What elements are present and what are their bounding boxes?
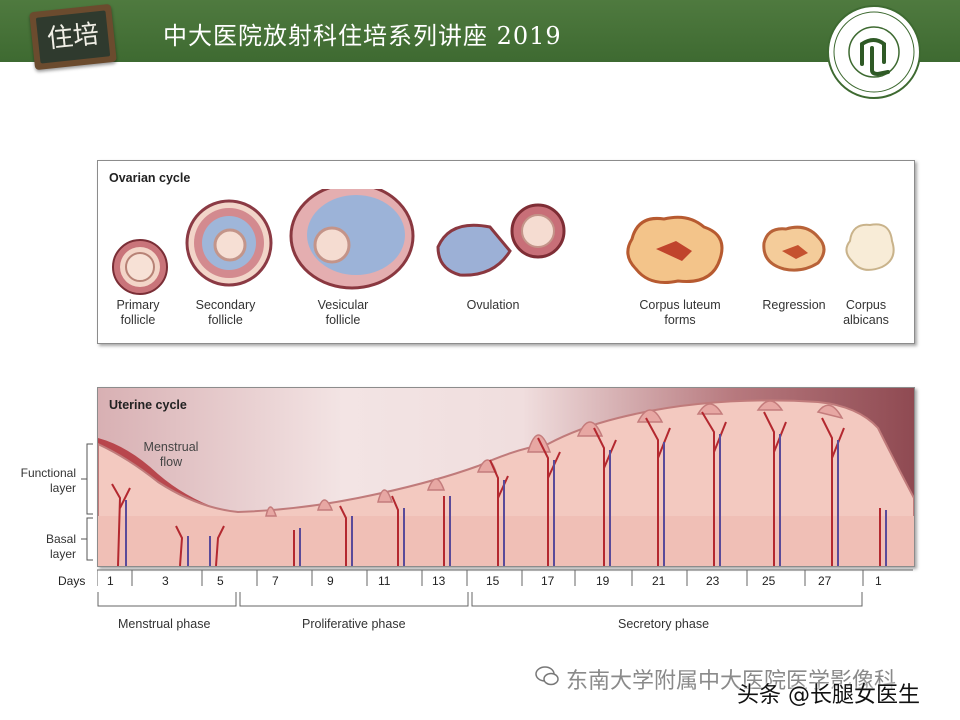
day-tick-label: 25 bbox=[762, 574, 776, 588]
regression-label: Regression bbox=[762, 298, 826, 312]
secretory-phase-label: Secretory phase bbox=[618, 617, 710, 631]
regression-icon bbox=[762, 225, 826, 272]
day-tick-label: 17 bbox=[541, 574, 555, 588]
day-tick-label: 23 bbox=[706, 574, 720, 588]
secondary-follicle-icon bbox=[185, 199, 273, 287]
wechat-icon bbox=[535, 666, 559, 686]
day-tick-label: 27 bbox=[818, 574, 832, 588]
day-tick-label: 21 bbox=[652, 574, 666, 588]
uterine-cycle-title: Uterine cycle bbox=[109, 398, 187, 412]
university-seal-icon bbox=[827, 5, 921, 99]
day-tick-label: 19 bbox=[596, 574, 610, 588]
days-ruler bbox=[97, 569, 913, 586]
day-tick-label: 3 bbox=[162, 574, 169, 588]
corpus-luteum-icon bbox=[626, 215, 724, 284]
toutiao-watermark: 头条 @长腿女医生 bbox=[737, 683, 920, 708]
ovarian-cycle-panel: Ovarian cycle bbox=[97, 160, 915, 344]
ovulation-icon bbox=[436, 203, 566, 277]
badge-text: 住培 bbox=[35, 10, 111, 64]
corpus-albicans-icon bbox=[845, 223, 895, 271]
day-tick-label: 11 bbox=[378, 574, 391, 588]
menstrual-phase-label: Menstrual phase bbox=[118, 617, 211, 631]
day-tick-label: 1 bbox=[107, 574, 114, 588]
ovarian-cycle-title: Ovarian cycle bbox=[109, 171, 191, 185]
layer-brackets bbox=[81, 443, 93, 561]
proliferative-phase-label: Proliferative phase bbox=[302, 617, 406, 631]
vesicular-follicle-icon bbox=[289, 189, 415, 290]
slide-header bbox=[0, 0, 960, 62]
primary-follicle-icon bbox=[112, 239, 168, 295]
chalkboard-badge: 住培 bbox=[29, 3, 117, 71]
endometrium-illustration bbox=[98, 399, 914, 566]
day-tick-label: 7 bbox=[272, 574, 279, 588]
day-tick-label: 9 bbox=[327, 574, 334, 588]
phase-brackets bbox=[97, 592, 863, 607]
days-label: Days bbox=[58, 574, 86, 588]
day-tick-label: 15 bbox=[486, 574, 500, 588]
ovarian-illustrations bbox=[112, 189, 895, 295]
slide-title: 中大医院放射科住培系列讲座 2019 bbox=[163, 22, 562, 50]
ovulation-label: Ovulation bbox=[466, 298, 520, 312]
day-tick-label: 13 bbox=[432, 574, 446, 588]
day-tick-label: 5 bbox=[217, 574, 224, 588]
wechat-watermark: 东南大学附属中大医院医学影像科 bbox=[566, 669, 897, 694]
day-tick-label: 1 bbox=[875, 574, 882, 588]
